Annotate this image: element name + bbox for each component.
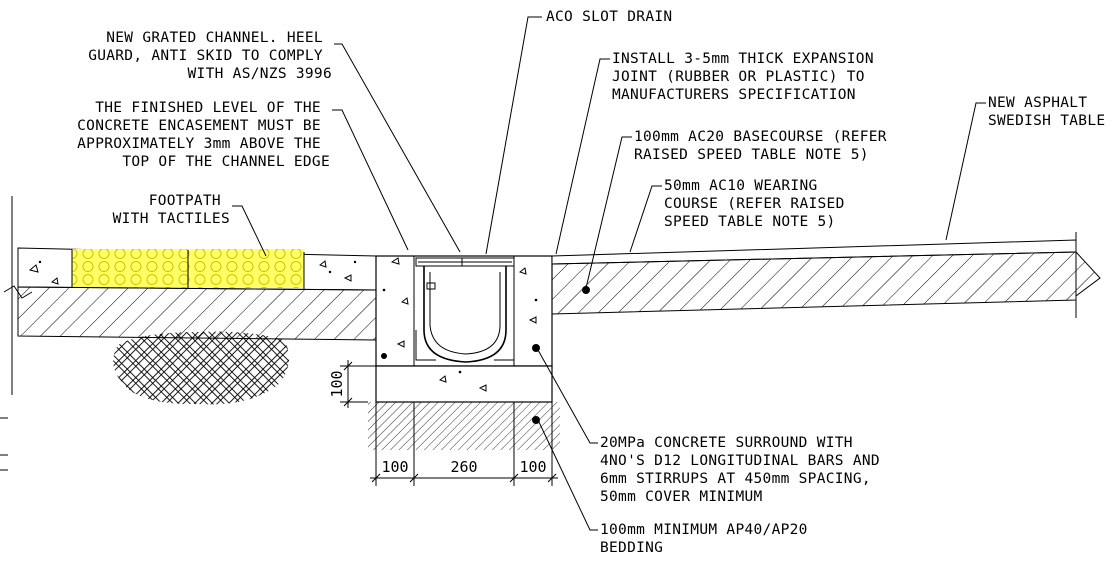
dim-channel-width: 260 — [450, 458, 477, 476]
basecourse-label: 100mm AC20 BASECOURSE (REFER RAISED SPEE… — [634, 129, 896, 163]
wearing-course-label: 50mm AC10 WEARING COURSE (REFER RAISED S… — [664, 178, 854, 230]
leader-lines — [232, 16, 986, 531]
expansion-joint-label: INSTALL 3-5mm THICK EXPANSION JOINT (RUB… — [612, 51, 883, 103]
road-pavement — [551, 232, 1101, 318]
asphalt-table-label: NEW ASPHALT SWEDISH TABLE — [988, 95, 1105, 129]
annotation-labels: NEW GRATED CHANNEL. HEEL GUARD, ANTI SKI… — [77, 9, 1105, 556]
bedding-label: 100mm MINIMUM AP40/AP20 BEDDING — [600, 522, 817, 556]
footpath-label: FOOTPATH WITH TACTILES — [113, 193, 230, 227]
dim-right-wall: 100 — [519, 458, 546, 476]
concrete-surround — [368, 255, 560, 450]
footpath-section — [0, 196, 377, 471]
finished-level-label: THE FINISHED LEVEL OF THE CONCRETE ENCAS… — [77, 100, 330, 170]
dim-bedding-depth: 100 — [328, 370, 346, 397]
dimensions — [340, 360, 558, 486]
dimension-text: 100 260 100 100 — [328, 370, 547, 476]
aco-slot-drain-label: ACO SLOT DRAIN — [546, 9, 672, 25]
bedding-layer — [368, 402, 560, 450]
concrete-surround-label: 20MPa CONCRETE SURROUND WITH 4NO'S D12 L… — [600, 435, 889, 505]
aco-channel — [415, 257, 515, 363]
rebar — [532, 416, 540, 424]
grated-channel-label: NEW GRATED CHANNEL. HEEL GUARD, ANTI SKI… — [88, 30, 332, 82]
dim-left-wall: 100 — [381, 458, 408, 476]
